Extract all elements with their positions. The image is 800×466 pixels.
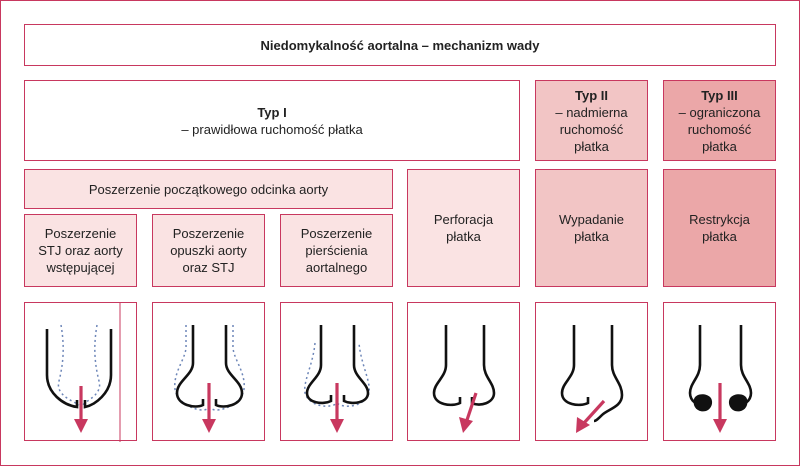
mechanism-annulus-dilation: Poszerzenie pierścienia aortalnego [280,214,393,287]
illustration-perforation [407,302,520,441]
illustration-stj-dilation [24,302,137,442]
mechanism-prolapse: Wypadanie płatka [535,169,648,287]
diagram-title-text: Niedomykalność aortalna – mechanizm wady [260,37,540,53]
illustration-annulus-dilation [280,302,393,441]
type-2-box: Typ II – nadmierna ruchomość płatka [535,80,648,161]
mechanism-line: wstępującej [46,260,115,275]
mechanism-line: opuszki aorty [170,243,247,258]
mechanism-bulb-dilation: Poszerzenie opuszki aorty oraz STJ [152,214,265,287]
mechanism-line: Poszerzenie [172,226,245,241]
illustration-bulb-dilation [152,302,265,441]
type-2-line: płatka [574,138,609,154]
type-3-line: ruchomość [687,121,752,137]
mechanism-line: aortalnego [305,260,368,275]
mechanism-line: pierścienia [305,243,368,258]
type-2-title: Typ II [575,87,608,103]
type-3-line: płatka [702,138,737,154]
mechanism-line: płatka [446,229,481,244]
mechanism-line: Wypadanie [559,212,624,227]
type-1-box: Typ I – prawidłowa ruchomość płatka [24,80,520,161]
mechanism-line: Poszerzenie [300,226,373,241]
mechanism-line: Restrykcja [689,212,750,227]
mechanism-line: Poszerzenie [44,226,117,241]
mechanism-line: STJ oraz aorty [38,243,123,258]
illustration-prolapse [535,302,648,441]
type-3-title: Typ III [701,87,738,103]
type-2-line: – nadmierna [555,104,628,120]
type-1-title: Typ I [257,104,287,120]
mechanism-line: Perforacja [433,212,494,227]
type-3-box: Typ III – ograniczona ruchomość płatka [663,80,776,161]
mechanism-stj-dilation: Poszerzenie STJ oraz aorty wstępującej [24,214,137,287]
mechanism-line: płatka [702,229,737,244]
illustration-restriction [663,302,776,441]
type-3-line: – ograniczona [678,104,761,120]
type-1-subtitle: – prawidłowa ruchomość płatka [181,121,363,137]
mechanism-perforation: Perforacja płatka [407,169,520,287]
diagram-title: Niedomykalność aortalna – mechanizm wady [24,24,776,66]
mechanism-line: płatka [574,229,609,244]
dilation-header-box: Poszerzenie początkowego odcinka aorty [24,169,393,209]
mechanism-restriction: Restrykcja płatka [663,169,776,287]
mechanism-line: oraz STJ [182,260,235,275]
dilation-header-text: Poszerzenie początkowego odcinka aorty [88,181,329,197]
type-2-line: ruchomość [559,121,624,137]
